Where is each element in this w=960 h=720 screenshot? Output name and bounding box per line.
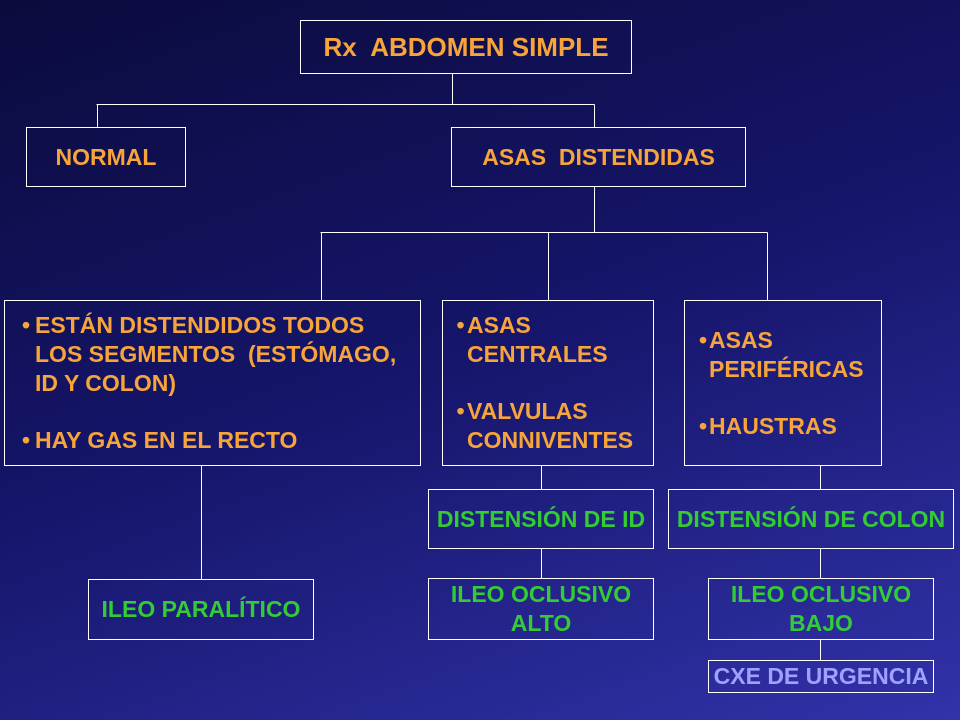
bullet-list: • ASAS PERIFÉRICAS • HAUSTRAS	[697, 326, 864, 441]
node-todos-segmentos-distendidos: • ESTÁN DISTENDIDOS TODOS LOS SEGMENTOS …	[4, 300, 421, 466]
list-item-text: VALVULAS CONNIVENTES	[467, 397, 633, 455]
list-item-line: LOS SEGMENTOS (ESTÓMAGO,	[35, 341, 397, 367]
node-label: DISTENSIÓN DE COLON	[676, 505, 946, 532]
list-item-line: CENTRALES	[467, 341, 608, 367]
list-item-text: HAY GAS EN EL RECTO	[35, 426, 297, 455]
node-label-line: ILEO OCLUSIVO	[450, 581, 632, 607]
list-item-line: PERIFÉRICAS	[709, 355, 864, 382]
list-item: • ASAS PERIFÉRICAS	[697, 326, 864, 384]
list-item-line: ID Y COLON)	[35, 370, 176, 396]
node-asas-perifericas: • ASAS PERIFÉRICAS • HAUSTRAS	[684, 300, 882, 466]
list-item-line: HAUSTRAS	[709, 412, 837, 439]
list-bullet: •	[698, 412, 708, 439]
node-label: NORMAL	[55, 143, 157, 170]
node-distension-de-id: DISTENSIÓN DE ID	[428, 489, 654, 549]
bullet-list: • ESTÁN DISTENDIDOS TODOS LOS SEGMENTOS …	[17, 311, 396, 455]
list-bullet: •	[456, 398, 465, 424]
node-ileo-paralitico: ILEO PARALÍTICO	[88, 579, 314, 640]
list-item-text: ASAS CENTRALES	[467, 311, 608, 369]
list-item: • HAUSTRAS	[697, 412, 864, 441]
list-item: • ASAS CENTRALES	[454, 311, 633, 369]
node-ileo-oclusivo-alto: ILEO OCLUSIVO ALTO	[428, 578, 654, 640]
list-bullet: •	[21, 427, 31, 453]
bullet-list: • ASAS CENTRALES • VALVULAS CONNIVENTES	[454, 311, 633, 455]
list-bullet: •	[21, 312, 31, 338]
list-bullet: •	[698, 326, 708, 353]
node-label: ASAS DISTENDIDAS	[482, 143, 715, 170]
node-ileo-oclusivo-bajo: ILEO OCLUSIVO BAJO	[708, 578, 934, 640]
node-label-line: BAJO	[789, 610, 853, 636]
node-normal: NORMAL	[26, 127, 186, 187]
node-label: Rx ABDOMEN SIMPLE	[323, 32, 609, 62]
node-label: ILEO OCLUSIVO ALTO	[451, 580, 631, 638]
node-label: ILEO PARALÍTICO	[101, 596, 301, 622]
list-item-text: ESTÁN DISTENDIDOS TODOS LOS SEGMENTOS (E…	[35, 311, 396, 398]
list-item-line: ESTÁN DISTENDIDOS TODOS	[35, 312, 365, 338]
list-item: • VALVULAS CONNIVENTES	[454, 397, 633, 455]
list-bullet: •	[456, 312, 465, 338]
list-item-line: ASAS	[467, 312, 531, 338]
node-label-line: ILEO OCLUSIVO	[730, 581, 912, 607]
list-item-text: ASAS PERIFÉRICAS	[709, 326, 864, 384]
node-cxe-de-urgencia: CXE DE URGENCIA	[708, 660, 934, 693]
list-item-line: ASAS	[709, 326, 773, 353]
node-label: DISTENSIÓN DE ID	[436, 505, 646, 532]
list-item: • HAY GAS EN EL RECTO	[17, 426, 396, 455]
node-distension-de-colon: DISTENSIÓN DE COLON	[668, 489, 954, 549]
list-item-line: HAY GAS EN EL RECTO	[35, 427, 298, 453]
node-asas-distendidas: ASAS DISTENDIDAS	[451, 127, 746, 187]
node-label: ILEO OCLUSIVO BAJO	[731, 580, 911, 638]
list-item: • ESTÁN DISTENDIDOS TODOS LOS SEGMENTOS …	[17, 311, 396, 398]
node-label: CXE DE URGENCIA	[713, 663, 929, 689]
list-item-line: CONNIVENTES	[467, 427, 634, 453]
node-asas-centrales: • ASAS CENTRALES • VALVULAS CONNIVENTES	[442, 300, 654, 466]
node-rx-abdomen-simple: Rx ABDOMEN SIMPLE	[300, 20, 632, 74]
list-item-line: VALVULAS	[467, 398, 588, 424]
list-item-text: HAUSTRAS	[709, 412, 837, 441]
node-label-line: ALTO	[510, 610, 572, 636]
